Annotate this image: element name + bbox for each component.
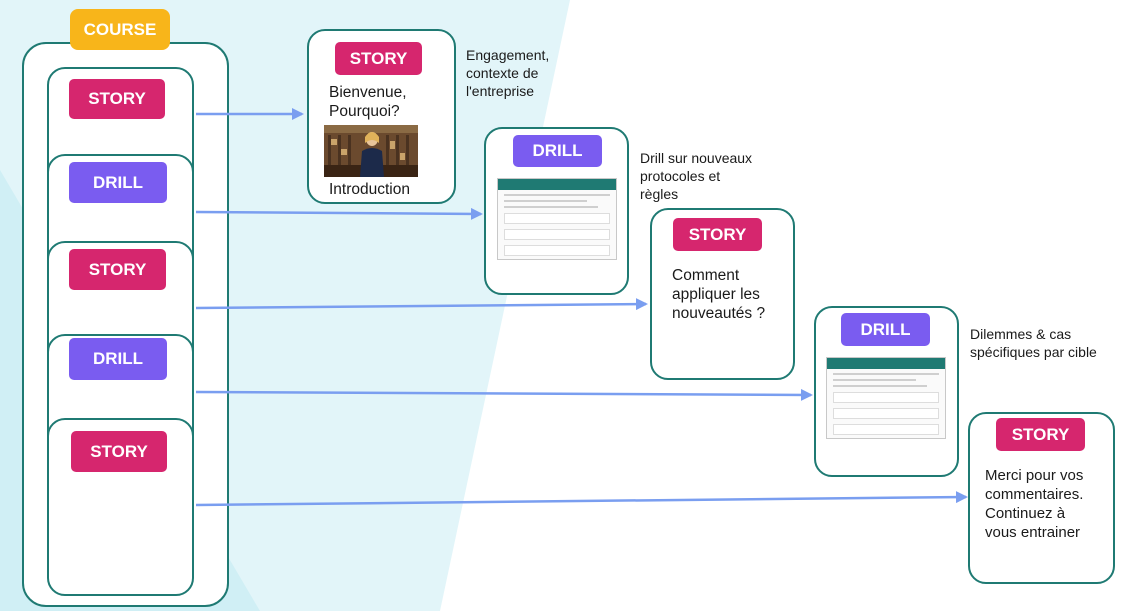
arrow-4 bbox=[195, 388, 813, 401]
drill-screenshot-1 bbox=[497, 178, 617, 260]
course-badge: COURSE bbox=[70, 9, 170, 50]
arrow-2 bbox=[195, 207, 483, 220]
arrow-3 bbox=[195, 298, 648, 311]
step-2-note: Drill sur nouveaux protocoles et règles bbox=[640, 150, 753, 202]
module-tag-drill-1: DRILL bbox=[69, 162, 167, 203]
module-tag-drill-2: DRILL bbox=[69, 338, 167, 380]
presenter-photo bbox=[324, 125, 418, 177]
step-1-tag: STORY bbox=[335, 42, 422, 75]
step-5-text: Merci pour vos commentaires. Continuez à… bbox=[985, 467, 1084, 541]
step-1-text: Bienvenue, Pourquoi? bbox=[329, 84, 407, 120]
step-1-caption: Introduction bbox=[329, 181, 410, 198]
step-4-tag: DRILL bbox=[841, 313, 930, 346]
module-tag-story-1: STORY bbox=[69, 79, 165, 119]
step-3-tag: STORY bbox=[673, 218, 762, 251]
step-5-tag: STORY bbox=[996, 418, 1085, 451]
arrow-5 bbox=[195, 491, 968, 507]
drill-screenshot-2 bbox=[826, 357, 946, 439]
step-4-note: Dilemmes & cas spécifiques par cible bbox=[970, 326, 1097, 360]
step-3-text: Comment appliquer les nouveautés ? bbox=[672, 267, 766, 322]
module-tag-story-3: STORY bbox=[71, 431, 167, 472]
step-1-note: Engagement, contexte de l'entreprise bbox=[466, 47, 550, 99]
module-tag-story-2: STORY bbox=[69, 249, 166, 290]
step-2-tag: DRILL bbox=[513, 135, 602, 167]
